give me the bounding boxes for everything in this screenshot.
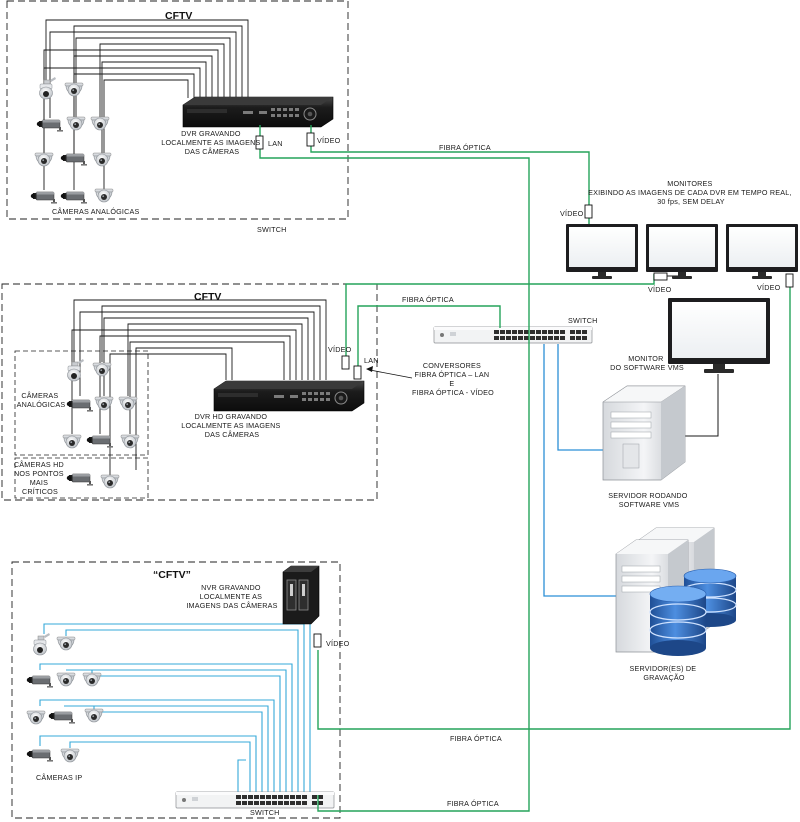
box-camera-icon bbox=[66, 399, 94, 413]
box-camera-icon bbox=[60, 191, 88, 205]
dome-camera-icon bbox=[100, 474, 120, 489]
converters-arrow bbox=[366, 366, 413, 379]
nvr-label: NVR GRAVANDO LOCALMENTE AS IMAGENS DAS C… bbox=[186, 583, 277, 610]
converter-icon bbox=[584, 204, 593, 219]
cftv-top-section bbox=[6, 0, 349, 220]
top-coax-cables bbox=[43, 19, 249, 190]
cftv-hd-cameras-group bbox=[14, 350, 149, 456]
dome-camera-icon bbox=[82, 672, 102, 687]
converter-icon bbox=[306, 132, 315, 147]
network-cables bbox=[543, 344, 618, 597]
server-vms-label: SERVIDOR RODANDO SOFTWARE VMS bbox=[608, 491, 690, 509]
box-camera-icon bbox=[30, 191, 58, 205]
dome-camera-icon bbox=[92, 362, 112, 377]
mid-section-title: CFTV bbox=[194, 291, 221, 303]
dome-camera-icon bbox=[118, 396, 138, 411]
switch-bottom-label: SWITCH bbox=[250, 808, 280, 817]
dome-camera-icon bbox=[92, 152, 112, 167]
monitor-vms-label: MONITOR DO SOFTWARE VMS bbox=[610, 354, 684, 372]
bottom-section-title: “CFTV” bbox=[153, 569, 191, 581]
top-analog-cameras bbox=[30, 76, 114, 205]
dome-camera-icon bbox=[64, 82, 84, 97]
monitor-icon bbox=[726, 224, 798, 279]
dvr-top-label: DVR GRAVANDO LOCALMENTE AS IMAGENS DAS C… bbox=[161, 129, 262, 156]
dome-camera-icon bbox=[60, 748, 80, 763]
tower-server-icon bbox=[602, 385, 686, 481]
switch-mid-label: SWITCH bbox=[568, 316, 598, 325]
monitor-icon bbox=[668, 298, 770, 373]
dvr-hd-mid-label: DVR HD GRAVANDO LOCALMENTE AS IMAGENS DA… bbox=[181, 412, 282, 439]
ip-utp-cables bbox=[39, 605, 311, 794]
dome-camera-icon bbox=[26, 710, 46, 725]
cameras-ip-label: CÂMERAS IP bbox=[36, 773, 82, 782]
fibra-bottom1-label: FIBRA ÓPTICA bbox=[450, 734, 502, 743]
dvr-icon bbox=[213, 380, 365, 412]
lan-top-label: LAN bbox=[268, 139, 283, 148]
box-camera-icon bbox=[36, 119, 64, 133]
box-camera-icon bbox=[48, 711, 76, 725]
converter-icon bbox=[353, 365, 362, 380]
video-monitors-mid-label: VÍDEO bbox=[648, 285, 672, 294]
ptz-camera-icon bbox=[33, 632, 51, 656]
video-bottom-label: VÍDEO bbox=[326, 639, 350, 648]
cameras-analog-top-label: CÂMERAS ANALÓGICAS bbox=[52, 207, 139, 216]
recording-servers-label: SERVIDOR(ES) DE GRAVAÇÃO bbox=[630, 664, 699, 682]
monitor-vms-cable bbox=[685, 374, 719, 437]
video-top-label: VÍDEO bbox=[317, 136, 341, 145]
converters-label: CONVERSORES FIBRA ÓPTICA – LAN E FIBRA Ó… bbox=[412, 361, 494, 397]
cftv-ip-section bbox=[11, 561, 341, 819]
monitor-icon bbox=[566, 224, 638, 279]
mid-coax-cables bbox=[71, 299, 327, 478]
dome-camera-icon bbox=[90, 116, 110, 131]
monitors-label: MONITORES EXIBINDO AS IMAGENS DE CADA DV… bbox=[588, 179, 794, 206]
mid-hd-cameras bbox=[66, 473, 120, 489]
cameras-hd-mid-label: CÂMERAS HD NOS PONTOS MAIS CRÍTICOS bbox=[14, 460, 66, 496]
top-section-title: CFTV bbox=[165, 10, 192, 22]
dome-camera-icon bbox=[84, 708, 104, 723]
converter-icon bbox=[653, 272, 668, 281]
fiber-optic-cables bbox=[259, 125, 791, 812]
cftv-mid-section bbox=[1, 283, 378, 501]
dome-camera-icon bbox=[56, 672, 76, 687]
box-camera-icon bbox=[26, 675, 54, 689]
video-monitors-left-label: VÍDEO bbox=[560, 209, 584, 218]
ip-cameras bbox=[26, 632, 104, 763]
converter-icon bbox=[341, 355, 350, 370]
video-monitors-right-label: VÍDEO bbox=[757, 283, 781, 292]
fibra-mid-label: FIBRA ÓPTICA bbox=[402, 295, 454, 304]
dvr-icon bbox=[182, 96, 334, 128]
dome-camera-icon bbox=[34, 152, 54, 167]
lan-mid-label: LAN bbox=[364, 356, 379, 365]
video-mid-label: VÍDEO bbox=[328, 345, 352, 354]
box-camera-icon bbox=[86, 435, 114, 449]
ptz-camera-icon bbox=[39, 76, 57, 100]
fibra-bottom2-label: FIBRA ÓPTICA bbox=[447, 799, 499, 808]
converter-icon bbox=[785, 273, 794, 288]
monitor-icon bbox=[646, 224, 718, 279]
box-camera-icon bbox=[26, 749, 54, 763]
dome-camera-icon bbox=[56, 636, 76, 651]
ptz-camera-icon bbox=[67, 358, 85, 382]
network-switch-icon bbox=[175, 791, 335, 809]
converter-icon bbox=[313, 633, 322, 648]
box-camera-icon bbox=[66, 473, 94, 487]
network-switch-icon bbox=[433, 326, 593, 344]
dome-camera-icon bbox=[62, 434, 82, 449]
switch-top-label: SWITCH bbox=[257, 225, 287, 234]
nvr-icon bbox=[282, 565, 320, 625]
fibra-top-label: FIBRA ÓPTICA bbox=[439, 143, 491, 152]
cftv-hd-critical-group bbox=[14, 457, 149, 499]
cameras-analog-mid-label: CÂMERAS ANALÓGICAS bbox=[17, 391, 66, 409]
dome-camera-icon bbox=[66, 116, 86, 131]
dome-camera-icon bbox=[94, 188, 114, 203]
database-icon bbox=[649, 568, 737, 656]
